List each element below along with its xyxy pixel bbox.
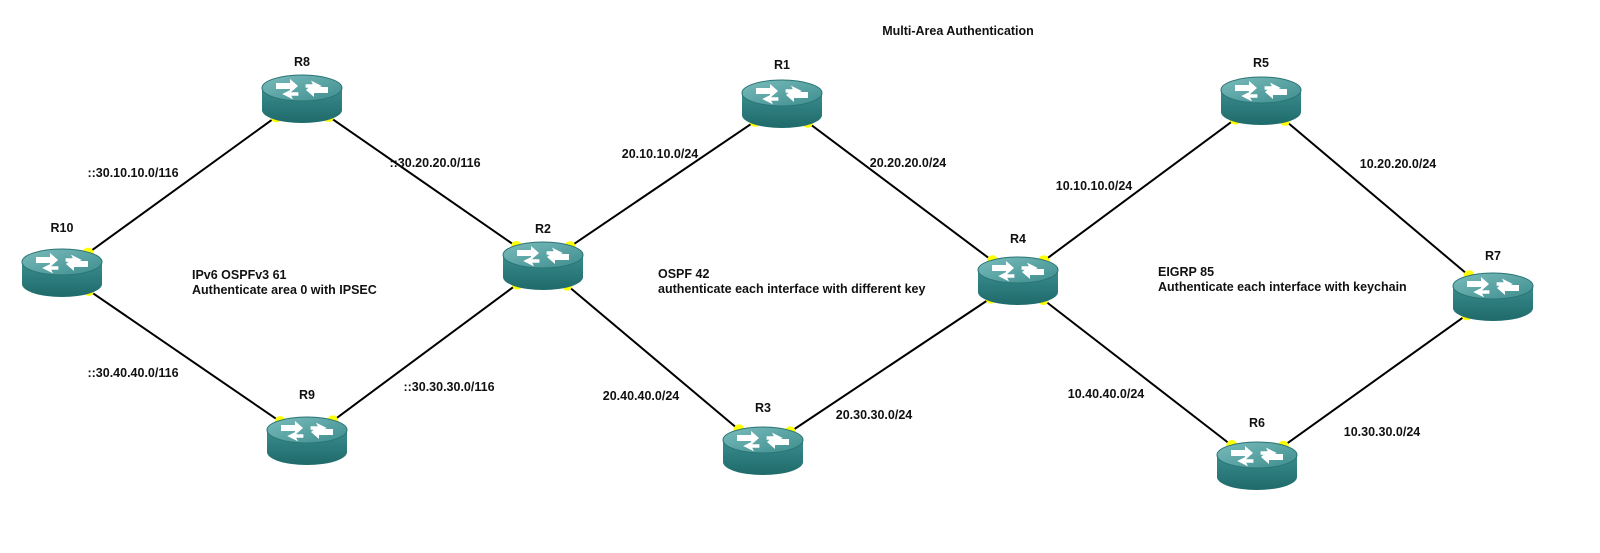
link-r4-r5 (1043, 118, 1236, 262)
subnet-labels-layer: ::30.10.10.0/116::30.20.20.0/116::30.40.… (87, 147, 1436, 439)
router-label-r10: R10 (51, 221, 74, 235)
subnet-label: 10.20.20.0/24 (1360, 157, 1437, 171)
link-r8-r2 (328, 115, 517, 248)
link-r9-r2 (332, 283, 518, 422)
subnet-label: 20.30.30.0/24 (836, 408, 913, 422)
router-icon-r3[interactable] (722, 426, 804, 476)
router-label-r7: R7 (1485, 249, 1501, 263)
link-r2-r3 (566, 284, 740, 431)
area-note-ospf-line2: authenticate each interface with differe… (658, 282, 925, 296)
router-label-r5: R5 (1253, 56, 1269, 70)
subnet-label: 20.40.40.0/24 (603, 389, 680, 403)
link-r3-r4 (789, 297, 992, 433)
subnet-label: 20.20.20.0/24 (870, 156, 947, 170)
router-icon-r8[interactable] (261, 74, 343, 124)
diagram-title: Multi-Area Authentication (882, 24, 1034, 38)
subnet-label: ::30.20.20.0/116 (389, 156, 480, 170)
router-label-r2: R2 (535, 222, 551, 236)
router-icon-r2[interactable] (502, 241, 584, 291)
subnet-label: ::30.40.40.0/116 (87, 366, 178, 380)
link-r1-r4 (807, 121, 993, 262)
subnet-label: 10.30.30.0/24 (1344, 425, 1421, 439)
link-r5-r7 (1284, 119, 1470, 277)
area-note-ipv6: IPv6 OSPFv3 61 Authenticate area 0 with … (192, 268, 377, 297)
router-icon-r6[interactable] (1216, 441, 1298, 491)
router-icon-r5[interactable] (1220, 76, 1302, 126)
router-label-r1: R1 (774, 58, 790, 72)
router-icon-r1[interactable] (741, 79, 823, 129)
link-r10-r8 (87, 116, 277, 254)
link-r2-r1 (569, 120, 756, 248)
area-note-eigrp: EIGRP 85 Authenticate each interface wit… (1158, 265, 1407, 294)
router-icon-r4[interactable] (977, 256, 1059, 306)
router-label-r8: R8 (294, 55, 310, 69)
router-label-r9: R9 (299, 388, 315, 402)
router-icon-r9[interactable] (266, 416, 348, 466)
subnet-label: 10.40.40.0/24 (1068, 387, 1145, 401)
area-note-ipv6-line1: IPv6 OSPFv3 61 (192, 268, 287, 282)
subnet-label: ::30.30.30.0/116 (403, 380, 494, 394)
router-icon-r10[interactable] (21, 248, 103, 298)
router-label-r4: R4 (1010, 232, 1026, 246)
subnet-label: 20.10.10.0/24 (622, 147, 699, 161)
area-note-ospf: OSPF 42 authenticate each interface with… (658, 267, 925, 296)
subnet-label: 10.10.10.0/24 (1056, 179, 1133, 193)
area-note-ospf-line1: OSPF 42 (658, 267, 709, 281)
area-note-ipv6-line2: Authenticate area 0 with IPSEC (192, 283, 377, 297)
router-label-r6: R6 (1249, 416, 1265, 430)
links-layer (87, 115, 1470, 448)
router-label-r3: R3 (755, 401, 771, 415)
subnet-label: ::30.10.10.0/116 (87, 166, 178, 180)
area-note-eigrp-line2: Authenticate each interface with keychai… (1158, 280, 1407, 294)
link-r10-r9 (88, 289, 281, 423)
link-r4-r6 (1042, 298, 1233, 447)
area-note-eigrp-line1: EIGRP 85 (1158, 265, 1214, 279)
router-icon-r7[interactable] (1452, 272, 1534, 322)
link-r6-r7 (1282, 313, 1468, 448)
